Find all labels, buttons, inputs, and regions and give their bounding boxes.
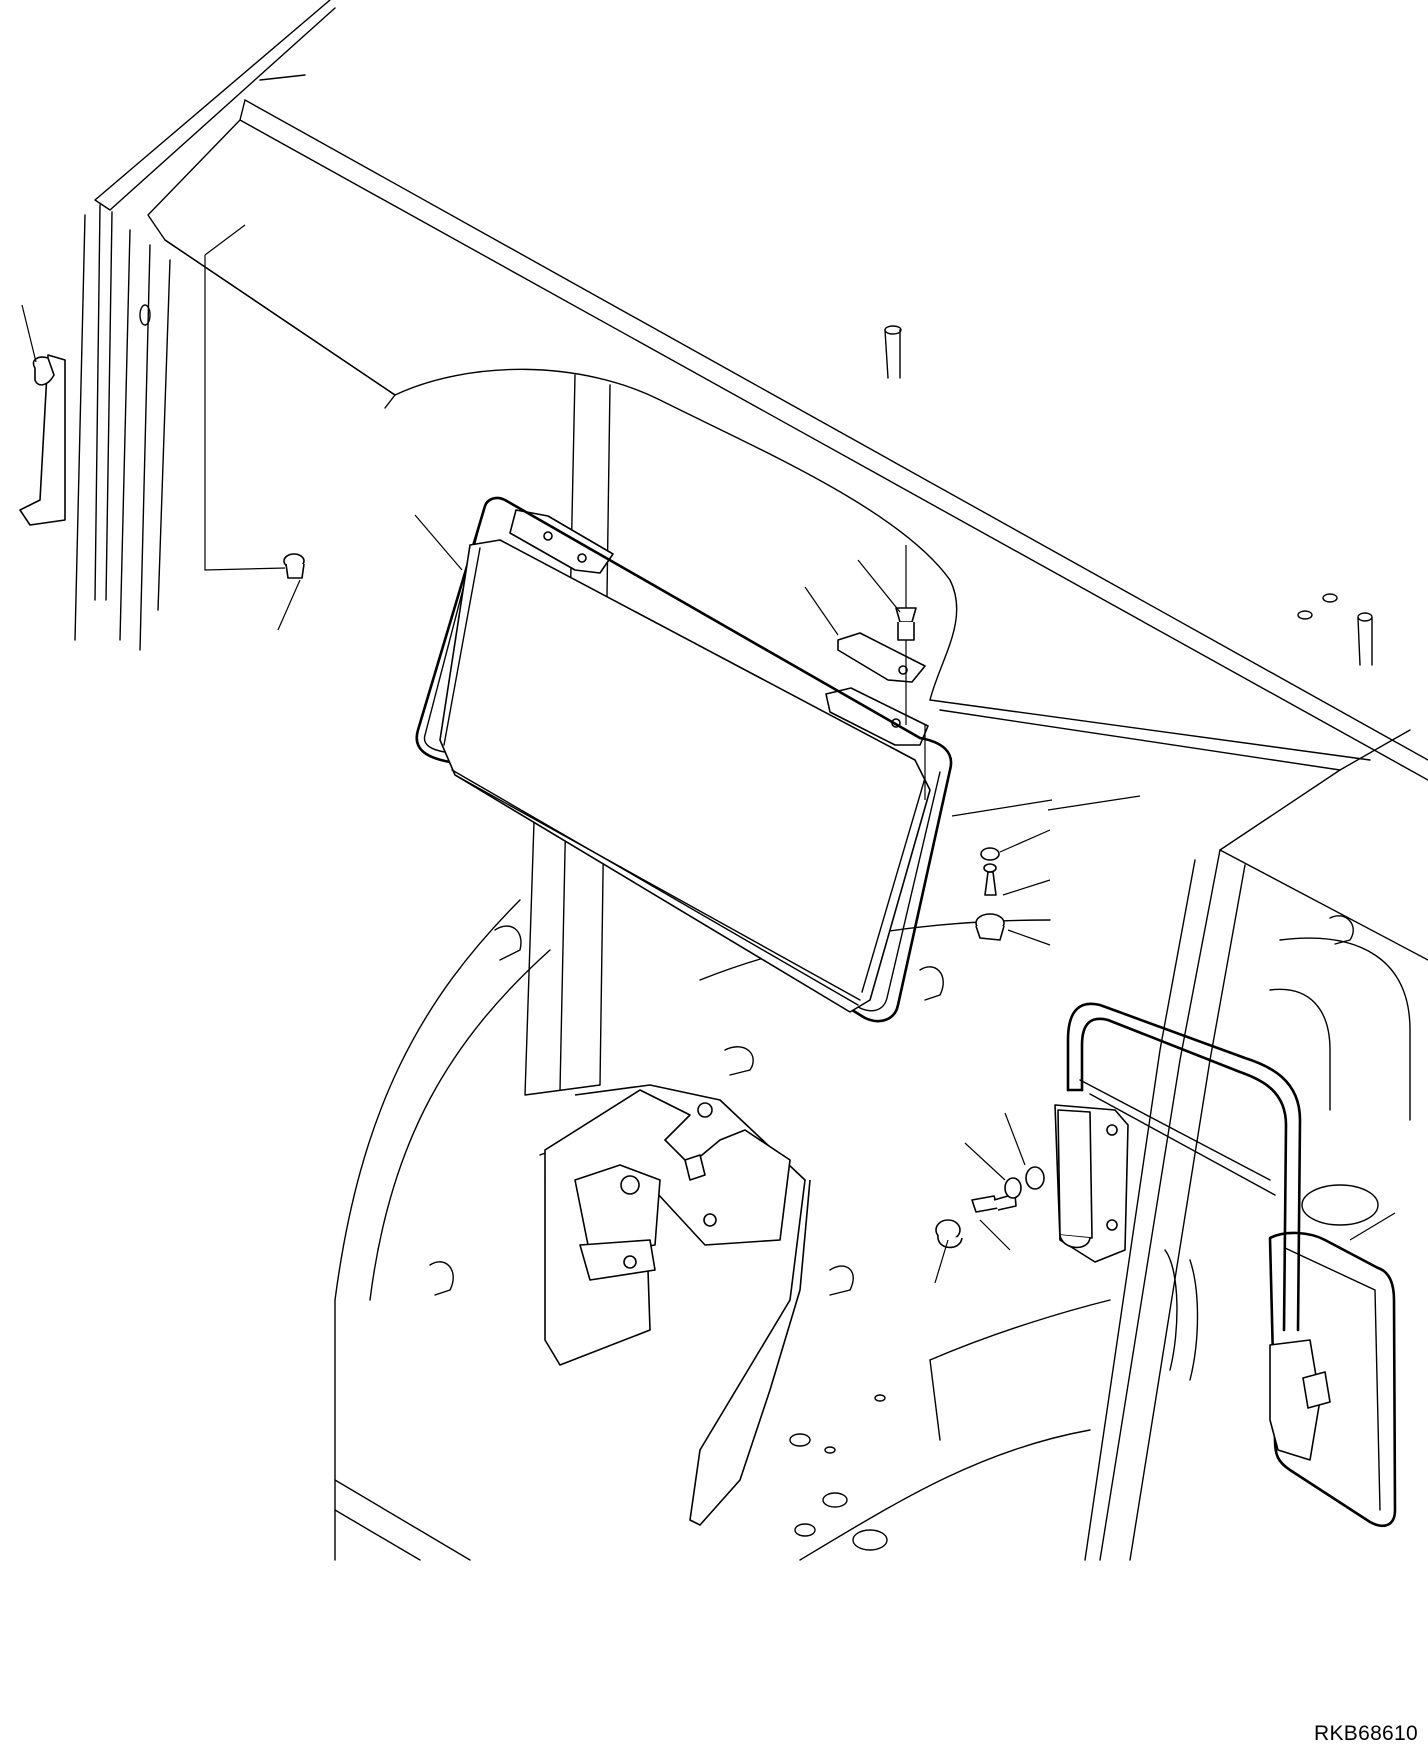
rear-view-mirror xyxy=(417,498,951,1021)
washer xyxy=(981,848,1044,1198)
nut xyxy=(984,864,996,872)
plug-cap xyxy=(33,357,1004,1247)
cab-frame xyxy=(20,0,1428,1560)
mounting-bracket xyxy=(545,1085,810,1525)
side-mirror xyxy=(1055,1004,1395,1526)
leader-lines xyxy=(22,225,1395,1283)
bolt xyxy=(896,608,1016,1212)
drawing-code: RKB68610 xyxy=(1314,1722,1418,1745)
